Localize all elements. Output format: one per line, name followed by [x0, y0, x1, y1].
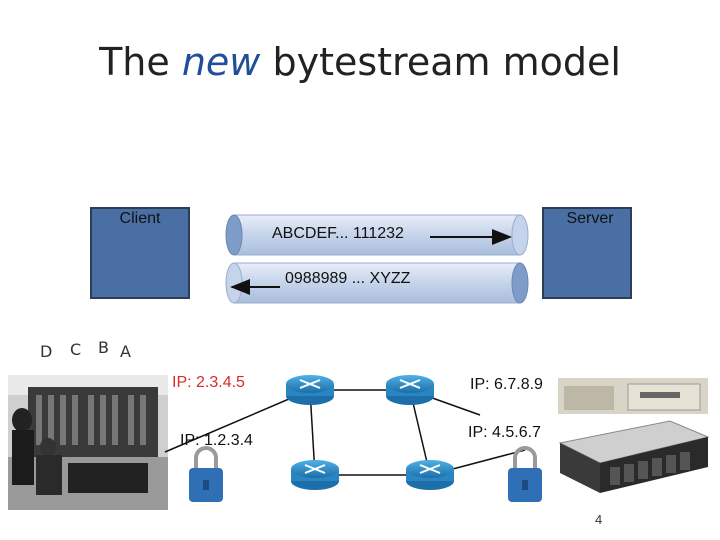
ip-label-server-top: IP: 6.7.8.9	[470, 376, 543, 393]
backward-stream-text: 0988989 ... XYZZ	[285, 270, 411, 287]
server-box	[542, 207, 632, 299]
bytestream-pipes	[225, 214, 529, 304]
server-label: Server	[566, 210, 614, 227]
letter-a: A	[120, 342, 131, 361]
backward-pipe	[225, 262, 529, 304]
title-part-1: The	[99, 40, 182, 84]
router-network	[164, 375, 526, 490]
client-label: Client	[119, 210, 161, 227]
title-part-2: bytestream model	[260, 40, 621, 84]
mainframe-photo	[8, 375, 168, 510]
padlock-icon	[508, 446, 542, 502]
letter-c: C	[70, 340, 82, 359]
slide-title: The new bytestream model	[0, 40, 720, 84]
letter-b: B	[98, 338, 109, 357]
router-icon	[406, 460, 454, 490]
rack-server-photo	[558, 420, 710, 493]
letter-d: D	[40, 342, 53, 361]
title-emphasis: new	[181, 40, 261, 84]
legacy-server-photo	[558, 378, 708, 414]
ip-label-server-bottom: IP: 4.5.6.7	[468, 424, 541, 441]
page-number: 4	[595, 512, 603, 527]
client-box	[90, 207, 190, 299]
router-icon	[286, 375, 334, 405]
router-icon	[386, 375, 434, 405]
router-icon	[291, 460, 339, 490]
forward-stream-text: ABCDEF... 111232	[272, 225, 404, 242]
ip-label-client-bottom: IP: 1.2.3.4	[180, 432, 253, 449]
forward-pipe	[225, 214, 529, 256]
padlock-icon	[189, 446, 223, 502]
ip-label-client-top: IP: 2.3.4.5	[172, 374, 245, 391]
